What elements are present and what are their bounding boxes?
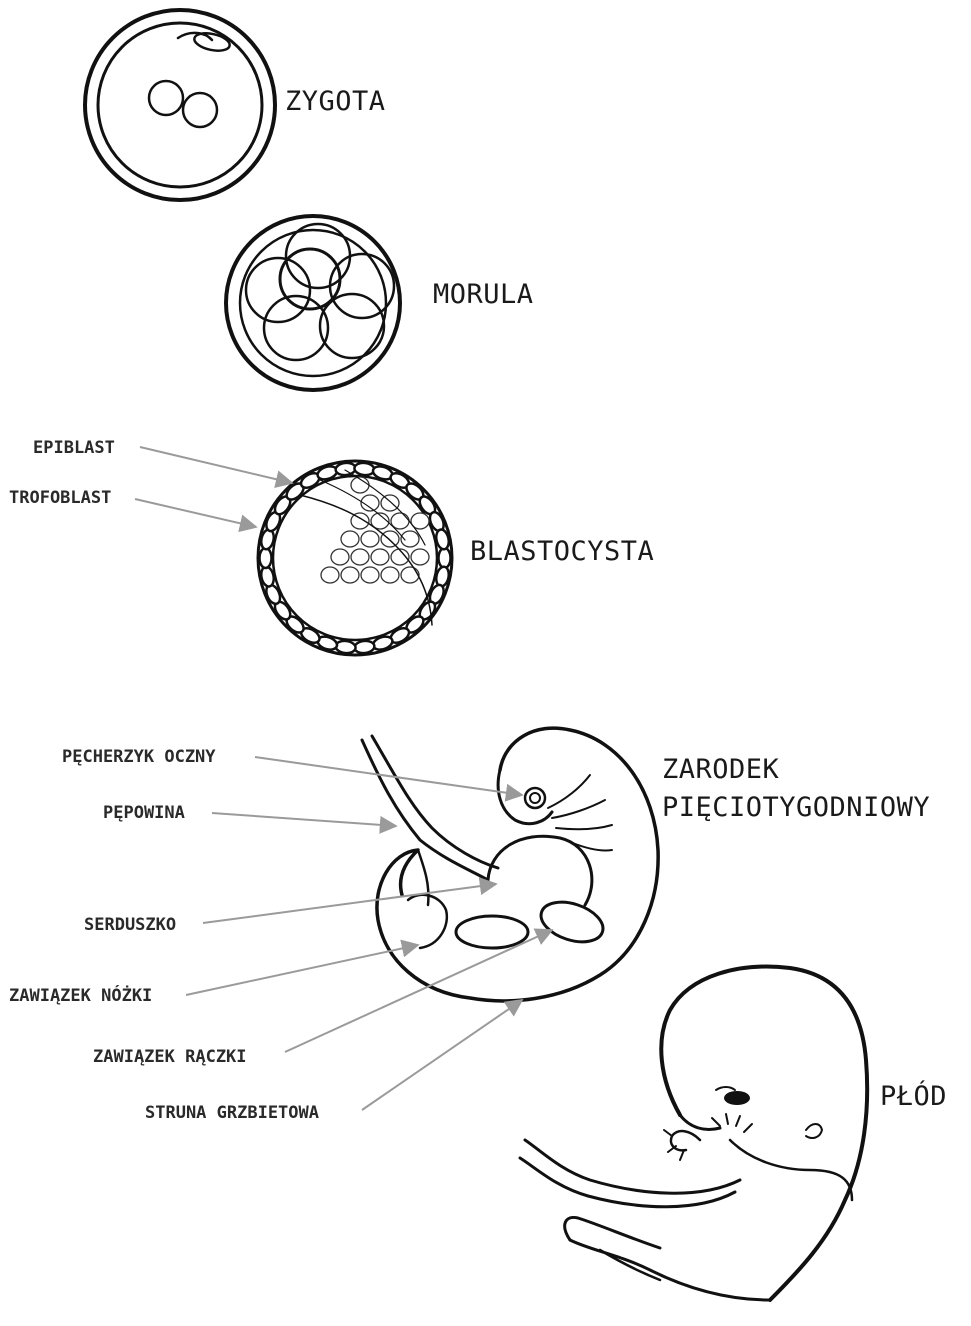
trophoblast-cell	[354, 462, 375, 476]
zygote-drawing	[85, 10, 275, 200]
fetus-drawing	[520, 967, 867, 1300]
epiblast-cell	[401, 567, 419, 583]
epiblast-cell	[341, 567, 359, 583]
morula-drawing	[226, 216, 400, 390]
trophoblast-cell	[335, 462, 356, 476]
epiblast-cell	[381, 531, 399, 547]
pepowina-label: PĘPOWINA	[103, 803, 185, 823]
five-week-embryo-drawing	[362, 728, 658, 1001]
epiblast-cell	[411, 549, 429, 565]
zawiazek-raczki-pointer	[285, 930, 552, 1052]
trofoblast-label: TROFOBLAST	[9, 488, 111, 508]
struna-grzbietowa-label: STRUNA GRZBIETOWA	[145, 1103, 319, 1123]
trophoblast-cell	[354, 640, 375, 654]
zawiazek-raczki-label: ZAWIĄZEK RĄCZKI	[93, 1047, 247, 1067]
zawiazek-nozki-label: ZAWIĄZEK NÓŻKI	[9, 984, 152, 1006]
epiblast-label: EPIBLAST	[33, 438, 115, 458]
zygota-label: ZYGOTA	[285, 86, 386, 117]
epiblast-cell	[361, 531, 379, 547]
blastocyst-drawing	[258, 461, 452, 655]
plod-label: PŁÓD	[880, 1080, 947, 1112]
epiblast-cell	[381, 567, 399, 583]
epiblast-cell	[341, 531, 359, 547]
epiblast-cell	[351, 549, 369, 565]
trophoblast-cell	[260, 548, 272, 568]
epiblast-pointer	[140, 447, 292, 483]
zawiazek-nozki-pointer	[186, 945, 418, 995]
trophoblast-cell	[335, 640, 356, 654]
epiblast-cell	[361, 567, 379, 583]
epiblast-cell	[331, 549, 349, 565]
morula-label: MORULA	[433, 279, 534, 310]
trofoblast-pointer	[135, 499, 256, 527]
trophoblast-cell	[439, 548, 451, 568]
epiblast-cell	[321, 567, 339, 583]
pecherzyk-oczny-label: PĘCHERZYK OCZNY	[62, 747, 216, 767]
blastocysta-label: BLASTOCYSTA	[470, 536, 654, 567]
pepowina-pointer	[212, 813, 396, 826]
zarodek-label-line2: PIĘCIOTYGODNIOWY	[662, 792, 930, 823]
epiblast-cell	[381, 495, 399, 511]
fetus-eye-icon	[724, 1091, 750, 1105]
epiblast-cell	[371, 549, 389, 565]
serduszko-pointer	[203, 884, 496, 923]
struna-grzbietowa-pointer	[362, 1000, 522, 1110]
zarodek-label-line1: ZARODEK	[662, 754, 780, 785]
serduszko-label: SERDUSZKO	[84, 915, 176, 935]
